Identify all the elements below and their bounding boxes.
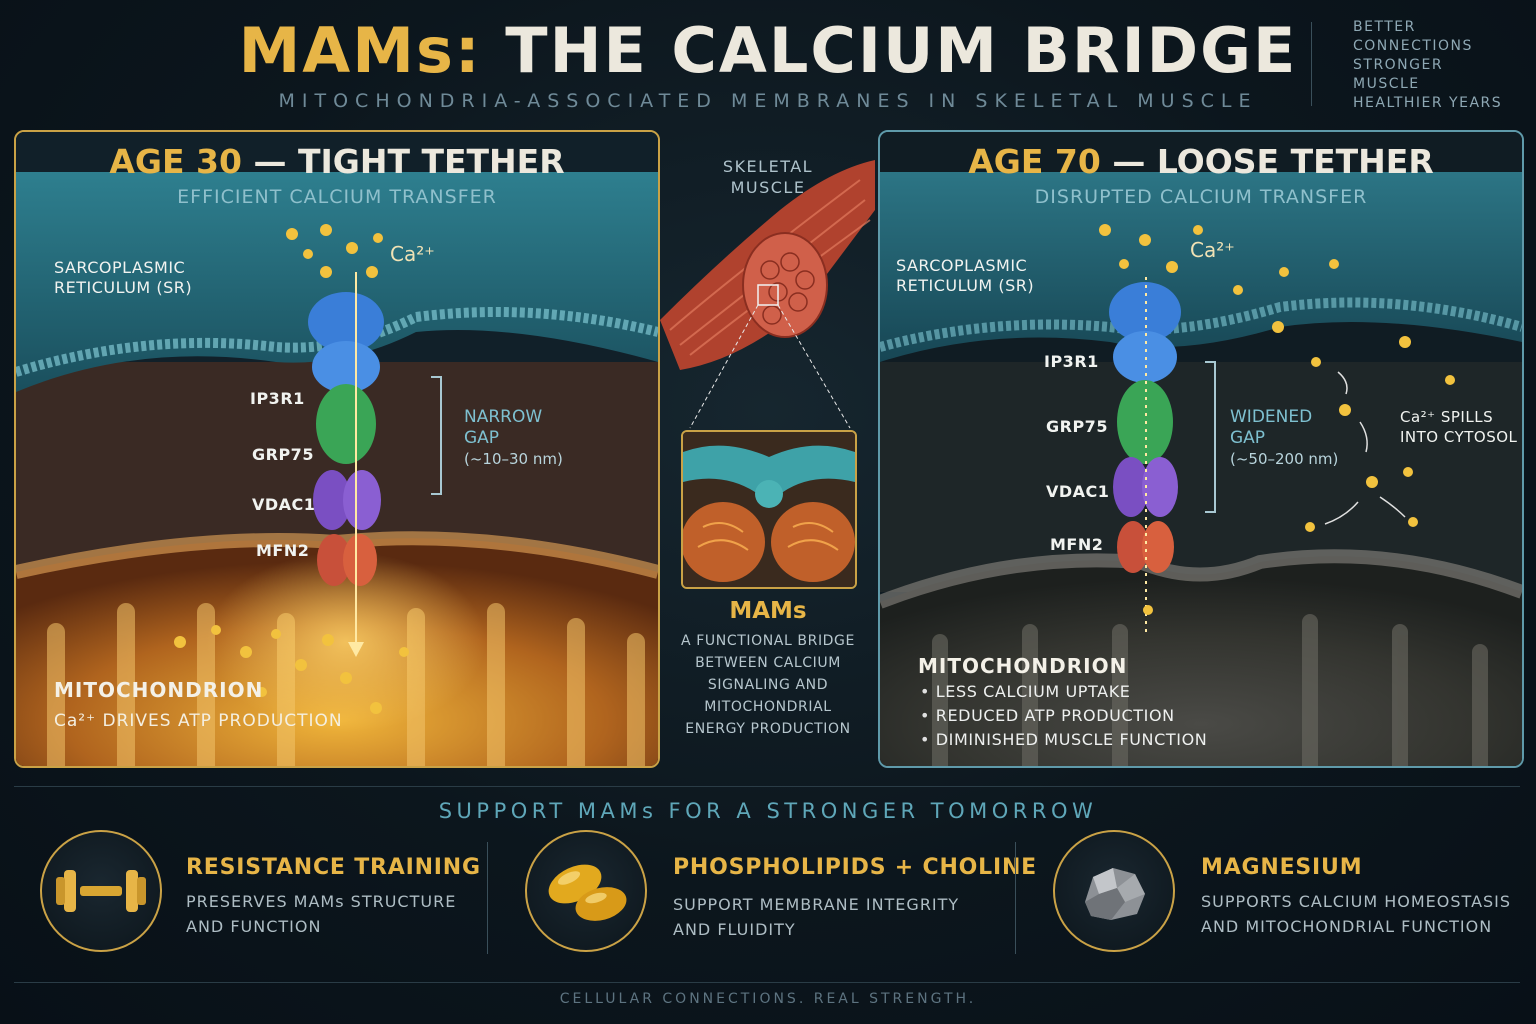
item-divider (1015, 842, 1016, 954)
protein-label-ip3r1: IP3R1 (250, 389, 305, 408)
protein-label-mfn2: MFN2 (256, 541, 310, 560)
dumbbell-icon (56, 870, 146, 912)
calcium-ions (174, 224, 409, 714)
ip3r1-protein (308, 292, 384, 393)
item-title: MAGNESIUM (1201, 855, 1363, 880)
mitochondrion-label: MITOCHONDRION (54, 678, 264, 702)
resistance-training-icon-badge (40, 830, 162, 952)
header-divider (1311, 22, 1312, 106)
tagline: BETTER CONNECTIONS STRONGER MUSCLE HEALT… (1353, 18, 1502, 113)
mams-description: A FUNCTIONAL BRIDGE BETWEEN CALCIUM SIGN… (681, 633, 855, 737)
muscle-illustration (660, 160, 875, 429)
footer-divider (14, 982, 1520, 983)
young-illustration (16, 132, 658, 766)
calcium-label: Ca²⁺ (390, 242, 435, 266)
panel-title: AGE 70 — LOOSE TETHER (968, 142, 1434, 181)
protein-label-vdac1: VDAC1 (252, 495, 316, 514)
zoom-box (757, 284, 779, 306)
sarcoplasmic-reticulum-membrane (880, 172, 1522, 362)
sarcoplasmic-reticulum-membrane (16, 172, 658, 392)
title-rest: THE CALCIUM BRIDGE (505, 14, 1298, 87)
tagline-line: STRONGER (1353, 57, 1444, 73)
title-highlight: MAMs: (238, 14, 482, 87)
mineral-rock-icon (1085, 868, 1145, 920)
list-item: LESS CALCIUM UPTAKE (920, 680, 1207, 704)
magnesium-icon-badge (1053, 830, 1175, 952)
vdac1-protein (313, 470, 381, 530)
item-divider (487, 842, 488, 954)
decline-bullets: LESS CALCIUM UPTAKE REDUCED ATP PRODUCTI… (920, 680, 1207, 752)
protein-label-ip3r1: IP3R1 (1044, 352, 1099, 371)
tagline-line: CONNECTIONS (1353, 38, 1473, 54)
vdac1-protein (1113, 457, 1178, 517)
grp75-protein (316, 384, 376, 464)
panel-age-70: AGE 70 — LOOSE TETHER DISRUPTED CALCIUM … (878, 130, 1524, 768)
protein-label-vdac1: VDAC1 (1046, 482, 1110, 501)
page-subtitle: MITOCHONDRIA-ASSOCIATED MEMBRANES IN SKE… (278, 90, 1258, 112)
mams-title: MAMs (729, 598, 807, 624)
gap-bracket (431, 376, 442, 495)
tagline-line: MUSCLE (1353, 76, 1420, 92)
section-divider (14, 786, 1520, 787)
footer-tagline: CELLULAR CONNECTIONS. REAL STRENGTH. (559, 991, 977, 1007)
mfn2-protein (317, 534, 377, 586)
panel-title: AGE 30 — TIGHT TETHER (109, 142, 565, 181)
protein-label-mfn2: MFN2 (1050, 535, 1104, 554)
protein-label-grp75: GRP75 (252, 445, 314, 464)
mitochondrion-description: Ca²⁺ DRIVES ATP PRODUCTION (54, 711, 343, 731)
item-title: RESISTANCE TRAINING (186, 855, 481, 880)
phospholipids-icon-badge (525, 830, 647, 952)
item-title: PHOSPHOLIPIDS + CHOLINE (673, 855, 1037, 880)
list-item: DIMINISHED MUSCLE FUNCTION (920, 728, 1207, 752)
list-item: REDUCED ATP PRODUCTION (920, 704, 1207, 728)
mitochondrion-label: MITOCHONDRION (918, 654, 1128, 678)
calcium-ions (1099, 224, 1455, 615)
panel-age-30: AGE 30 — TIGHT TETHER EFFICIENT CALCIUM … (14, 130, 660, 768)
mams-inset (681, 430, 857, 589)
tagline-line: BETTER (1353, 19, 1416, 35)
protein-label-grp75: GRP75 (1046, 417, 1108, 436)
panel-subtitle: DISRUPTED CALCIUM TRANSFER (1034, 186, 1368, 208)
tagline-line: HEALTHIER YEARS (1353, 95, 1503, 111)
support-heading: SUPPORT MAMs FOR A STRONGER TOMORROW (438, 799, 1098, 823)
calcium-label: Ca²⁺ (1190, 238, 1235, 262)
gap-bracket (1205, 361, 1216, 513)
spill-arrows (1324, 371, 1406, 525)
softgel-capsule-icon (548, 864, 627, 921)
mfn2-protein (1117, 521, 1174, 573)
page-title: MAMs: THE CALCIUM BRIDGE (0, 14, 1536, 87)
mams-closeup-illustration (683, 432, 855, 587)
panel-subtitle: EFFICIENT CALCIUM TRANSFER (177, 186, 497, 208)
